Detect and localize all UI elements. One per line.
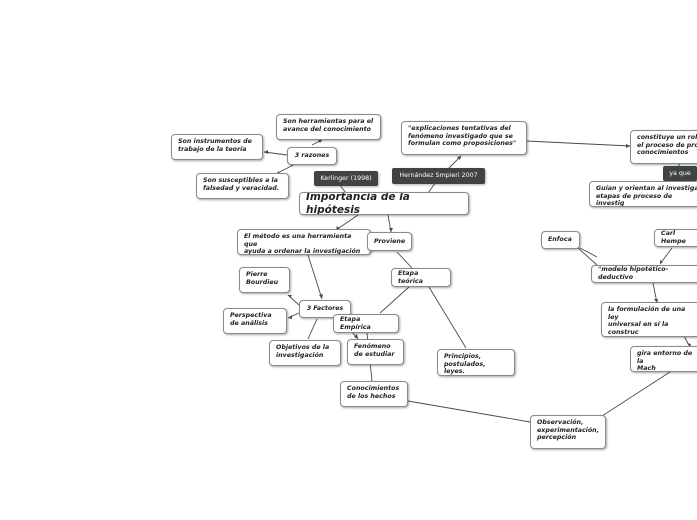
node-guian-orientan[interactable]: Guían y orientan al investiga etapas de … bbox=[589, 181, 697, 207]
node-etapa-empirica[interactable]: Etapa Empírica bbox=[333, 314, 399, 333]
central-topic[interactable]: Importancia de la hipótesis bbox=[299, 192, 469, 215]
node-modelo-hipotetico[interactable]: "modelo hipotético-deductivo bbox=[591, 265, 697, 283]
node-metodo-herramienta[interactable]: El método es una herramienta que ayuda a… bbox=[237, 229, 371, 255]
node-etapa-teorica[interactable]: Etapa teórica bbox=[391, 268, 451, 287]
node-observacion[interactable]: Observación, experimentación, percepción bbox=[530, 415, 606, 449]
node-enfoca[interactable]: Enfoca bbox=[541, 231, 580, 249]
node-conocimientos-hechos[interactable]: Conocimientos de los hechos bbox=[340, 381, 408, 407]
node-tres-factores[interactable]: 3 Factores bbox=[299, 300, 351, 318]
node-principios-postulados[interactable]: Principios, postulados, leyes. bbox=[437, 349, 515, 376]
node-fenomeno-estudiar[interactable]: Fenómeno de estudiar bbox=[347, 339, 404, 365]
node-carl-hempel[interactable]: Carl Hempe bbox=[654, 229, 697, 247]
node-formulacion-ley[interactable]: la formulación de una ley universal en s… bbox=[601, 302, 697, 337]
node-pierre-bourdieu[interactable]: Pierre Bourdieu bbox=[239, 267, 290, 293]
node-susceptibles[interactable]: Son susceptibles a la falsedad y veracid… bbox=[196, 173, 289, 199]
node-constituye-rol[interactable]: constituye un rol el proceso de pro cono… bbox=[630, 130, 697, 164]
node-proviene[interactable]: Proviene bbox=[367, 232, 412, 251]
tag-kerlinger[interactable]: Kerlinger (1998) bbox=[314, 171, 378, 186]
node-perspectiva-analisis[interactable]: Perspectiva de análisis bbox=[223, 308, 287, 334]
tag-ya-que[interactable]: ya que bbox=[663, 166, 697, 181]
node-herramientas-avance[interactable]: Son herramientas para el avance del cono… bbox=[276, 114, 381, 140]
node-instrumentos-trabajo[interactable]: Son instrumentos de trabajo de la teoría bbox=[171, 134, 263, 160]
node-gira-entorno[interactable]: gira entorno de la Mach bbox=[630, 346, 697, 372]
node-objetivos-investigacion[interactable]: Objetivos de la investigación bbox=[269, 340, 341, 366]
tag-hernandez[interactable]: Hernández Smpieri 2007 bbox=[392, 168, 485, 184]
node-tres-razones[interactable]: 3 razones bbox=[287, 147, 337, 165]
node-explicaciones-tentativas[interactable]: "explicaciones tentativas del fenómeno i… bbox=[401, 121, 527, 155]
